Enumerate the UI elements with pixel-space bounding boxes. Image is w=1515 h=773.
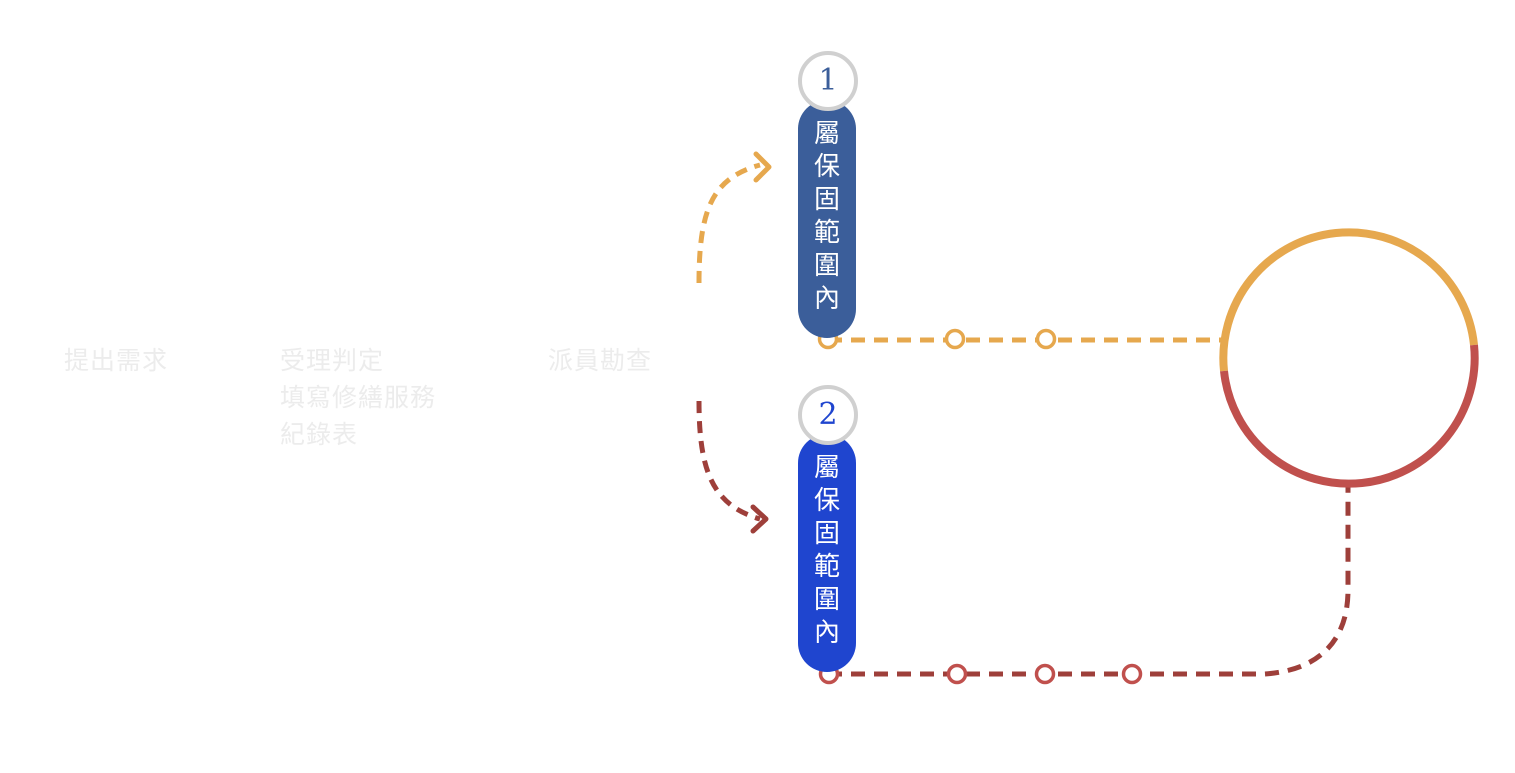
step-text: 受理判定 xyxy=(280,346,385,375)
branch-1-label-char: 圍 xyxy=(813,251,840,281)
branch-2-route-node xyxy=(1034,663,1056,685)
branch-1-label-char: 範 xyxy=(813,218,840,248)
branch-2-route-line xyxy=(828,482,1351,677)
step-submit-request: 提出需求 xyxy=(64,342,168,379)
step-text: 紀錄表 xyxy=(280,420,359,449)
branch-1-label-char: 內 xyxy=(813,284,840,314)
branch-1-label-char: 屬 xyxy=(813,119,840,149)
branch-1-curved-connector xyxy=(696,162,761,284)
branch-2-pill: 屬 保 固 範 圍 內 xyxy=(798,434,856,672)
branch-1-pill: 屬 保 固 範 圍 內 xyxy=(798,100,856,338)
ring-top-arc xyxy=(1219,228,1478,372)
branch-2-label-char: 範 xyxy=(813,552,840,582)
branch-2-label-char: 圍 xyxy=(813,585,840,615)
step-text: 提出需求 xyxy=(64,346,169,375)
branch-2-number: 2 xyxy=(818,397,838,432)
branch-2-label-char: 屬 xyxy=(813,453,840,483)
branch-2-route-node xyxy=(1121,663,1143,685)
step-text: 派員勘查 xyxy=(548,346,653,375)
branch-2-label-char: 內 xyxy=(813,618,840,648)
branch-1-number-badge: 1 xyxy=(798,51,858,111)
step-text: 填寫修繕服務 xyxy=(280,383,437,412)
branch-1-route-node xyxy=(944,328,966,350)
branch-2-label-char: 保 xyxy=(813,486,840,516)
branch-1-route-node xyxy=(1035,328,1057,350)
branch-2-arrowhead xyxy=(750,504,769,534)
branch-1-number: 1 xyxy=(818,63,838,98)
branch-2-curved-connector xyxy=(696,400,761,522)
ring-bottom-arc xyxy=(1220,344,1479,488)
branch-2-route-node xyxy=(946,663,968,685)
branch-2-number-badge: 2 xyxy=(798,385,858,445)
step-dispatch-inspection: 派員勘查 xyxy=(548,342,652,379)
branch-1-label-char: 固 xyxy=(813,185,840,215)
branch-2-label-char: 固 xyxy=(813,519,840,549)
branch-1-arrowhead xyxy=(753,151,772,183)
branch-1-label-char: 保 xyxy=(813,152,840,182)
step-accept-and-assess: 受理判定 填寫修繕服務 紀錄表 xyxy=(280,342,436,453)
